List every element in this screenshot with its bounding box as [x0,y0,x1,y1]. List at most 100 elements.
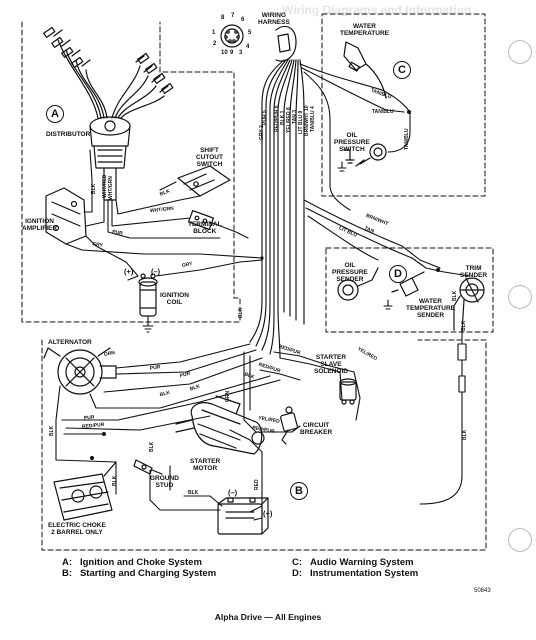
pin-8: 8 [221,15,225,21]
ignition-coil-drawing [138,273,158,317]
wire-blk-dist: BLK [91,183,97,194]
harness-branch-c [299,63,411,211]
label-battery-negative: (–) [228,488,238,497]
section-d-marker: D [389,265,407,283]
boundary-d [325,247,494,333]
section-b-wiring [55,343,361,521]
binder-hole-top [508,40,532,64]
footer-title: Alpha Drive — All Engines [214,612,322,622]
label-starter-motor: STARTER MOTOR [190,458,221,472]
legend-text-b: Starting and Charging System [79,568,217,579]
label-terminal-block: TERMINAL BLOCK [188,221,222,235]
alternator-drawing [43,347,117,395]
boundary-c [321,13,486,197]
wire-blk-alt-3: BLK [49,425,55,436]
pin-1: 1 [212,30,216,36]
boundary-b [41,339,487,551]
legend-text-c: Audio Warning System [309,557,414,568]
shift-cutout-switch-drawing [177,165,231,197]
binder-hole-bottom [508,528,532,552]
label-wiring-harness: WIRING HARNESS [258,12,290,26]
wire-red: RED [254,479,260,490]
label-shift-cutout-switch: SHIFT CUTOUT SWITCH [196,147,223,168]
pin-5: 5 [248,30,252,36]
wire-tan-blu-c3: TAN/BLU [404,128,410,150]
legend-text-d: Instrumentation System [309,568,419,579]
section-b-marker: B [290,482,308,500]
wire-blk-left: BLK [149,441,155,452]
starter-slave-solenoid-drawing [339,378,357,405]
ignition-amplifier-drawing [45,187,87,245]
pin-4: 4 [246,44,250,50]
pin-6: 6 [241,17,245,23]
pin-7: 7 [231,13,235,19]
electric-choke-drawing [53,461,117,521]
oil-pressure-sender-drawing [337,267,379,301]
pin-9: 9 [230,50,234,56]
label-ground-stud: GROUND STUD [150,475,179,489]
boundary-a [21,21,241,323]
main-harness-trunk [249,59,305,359]
legend-item-d: D: Instrumentation System [292,568,418,579]
system-boundaries [21,13,494,551]
label-oil-pressure-switch: OIL PRESSURE SWITCH [334,132,370,153]
harness-wire-tan-blu-4: TAN/BLU 4 [310,106,316,132]
wire-grn: GRN [225,390,231,402]
junction-dots [90,110,440,460]
binder-hole-middle [508,285,532,309]
label-starter-slave-solenoid: STARTER SLAVE SOLENOID [314,354,348,375]
label-trim-sender: TRIM SENDER [460,265,488,279]
legend-text-a: Ignition and Choke System [79,557,202,568]
legend-item-b: B: Starting and Charging System [62,568,216,579]
legend-key-c: C: [292,557,303,568]
legend: A: Ignition and Choke System B: Starting… [62,557,462,583]
legend-item-a: A: Ignition and Choke System [62,557,202,568]
section-a-wiring [65,149,263,323]
water-temp-sender-drawing [391,271,425,297]
label-water-temperature-sender: WATER TEMPERATURE SENDER [406,298,455,319]
label-oil-pressure-sender: OIL PRESSURE SENDER [332,262,368,283]
label-ignition-amplifier: IGNITION AMPLIFIER [22,218,58,232]
terminal-block-drawing [188,209,214,231]
label-coil-positive: (+) [124,267,134,276]
label-ignition-coil: IGNITION COIL [160,292,189,306]
trim-sender-drawing [453,277,485,333]
faint-heading: Wiring Diagrams and Information [282,3,472,17]
harness-wire-pur-5: PUR 5 [262,110,268,125]
wire-blk-trim: BLK [461,320,467,331]
harness-branch-d [303,199,471,277]
battery-drawing [217,497,269,535]
wire-blk-mid: BLK [238,307,244,318]
label-electric-choke: ELECTRIC CHOKE 2 BARREL ONLY [48,522,106,536]
label-coil-negative: (–) [151,267,161,276]
wire-blk-ground: BLK [188,490,199,496]
harness-wire-gry-2: GRY 2 [259,125,265,140]
wire-tan-blu-c2: TAN/BLU [372,109,394,115]
ground-symbols [142,161,393,333]
wire-wht-grn-dist: WHT/GRN [108,176,114,200]
ground-stud-drawing [133,459,163,475]
pin-10: 10 [221,50,228,56]
figure-number: 50843 [474,588,491,594]
label-circuit-breaker: CIRCUIT BREAKER [300,422,333,436]
trim-lead [419,331,467,505]
wire-blk-trim-lower: BLK [462,429,468,440]
circuit-breaker-drawing [280,406,298,445]
pin-3: 3 [239,50,243,56]
label-battery-positive: (+) [263,509,273,518]
oil-pressure-switch-drawing [343,143,387,167]
wire-blk-choke: BLK [112,475,118,486]
section-a-marker: A [46,105,64,123]
distributor-drawing [89,116,131,201]
legend-key-b: B: [62,568,73,579]
section-c-marker: C [393,61,411,79]
legend-item-c: C: Audio Warning System [292,557,414,568]
label-alternator: ALTERNATOR [48,339,92,346]
harness-connector-drawing [220,24,297,62]
label-water-temperature: WATER TEMPERATURE [340,23,389,37]
label-distributor: DISTRIBUTOR [46,131,91,138]
wire-blk-d: BLK [452,290,458,301]
legend-key-d: D: [292,568,303,579]
water-temp-switch-drawing [343,41,387,99]
